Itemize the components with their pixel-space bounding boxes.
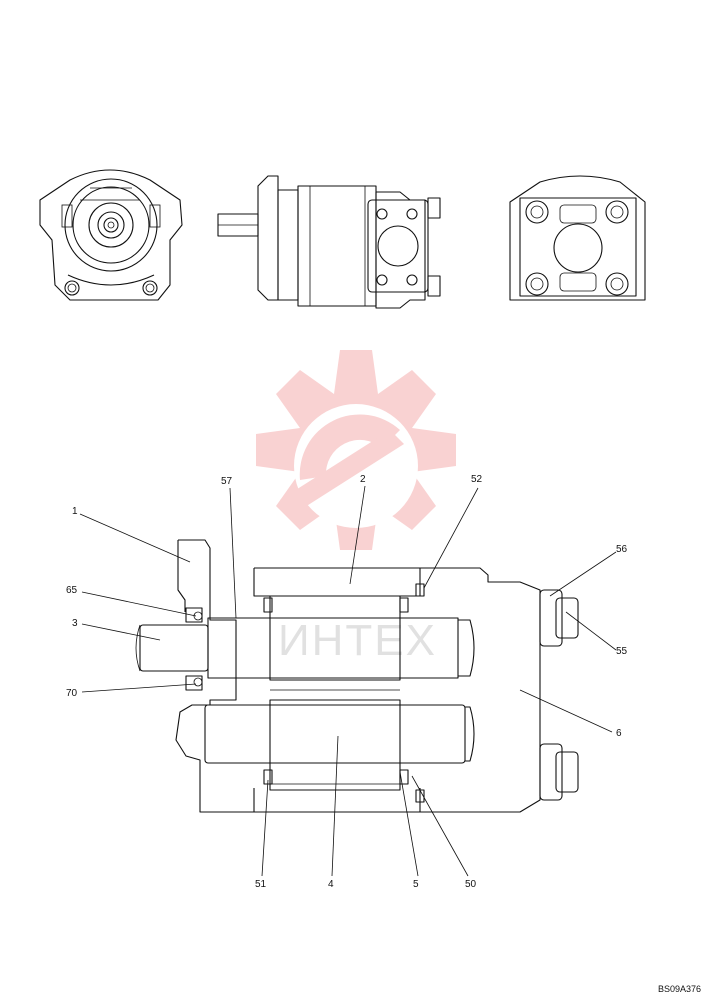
callout-50: 50	[465, 879, 477, 890]
callout-3: 3	[72, 618, 78, 629]
callout-5: 5	[413, 879, 419, 890]
callout-55: 55	[616, 646, 628, 657]
sectional-view	[135, 539, 579, 813]
callout-51: 51	[255, 879, 267, 890]
leader-lines	[79, 485, 617, 877]
callout-4: 4	[328, 879, 334, 890]
front-view-flange	[39, 169, 183, 301]
callout-57: 57	[221, 476, 233, 487]
watermark-brand-text: ИНТЕХ	[278, 616, 437, 665]
rear-view-cover	[509, 175, 646, 301]
callout-2: 2	[360, 474, 366, 485]
callout-52: 52	[471, 474, 483, 485]
callout-1: 1	[72, 506, 78, 517]
watermark-gear-logo	[256, 350, 456, 550]
callout-65: 65	[66, 585, 78, 596]
callout-70: 70	[66, 688, 78, 699]
drawing-code: BS09A376	[658, 984, 701, 994]
callout-labels: 1 2 3 4 5 6 50 51 52 55 56 57 65 70	[66, 474, 628, 890]
callout-6: 6	[616, 728, 622, 739]
side-view-pump	[217, 175, 441, 309]
callout-56: 56	[616, 544, 628, 555]
